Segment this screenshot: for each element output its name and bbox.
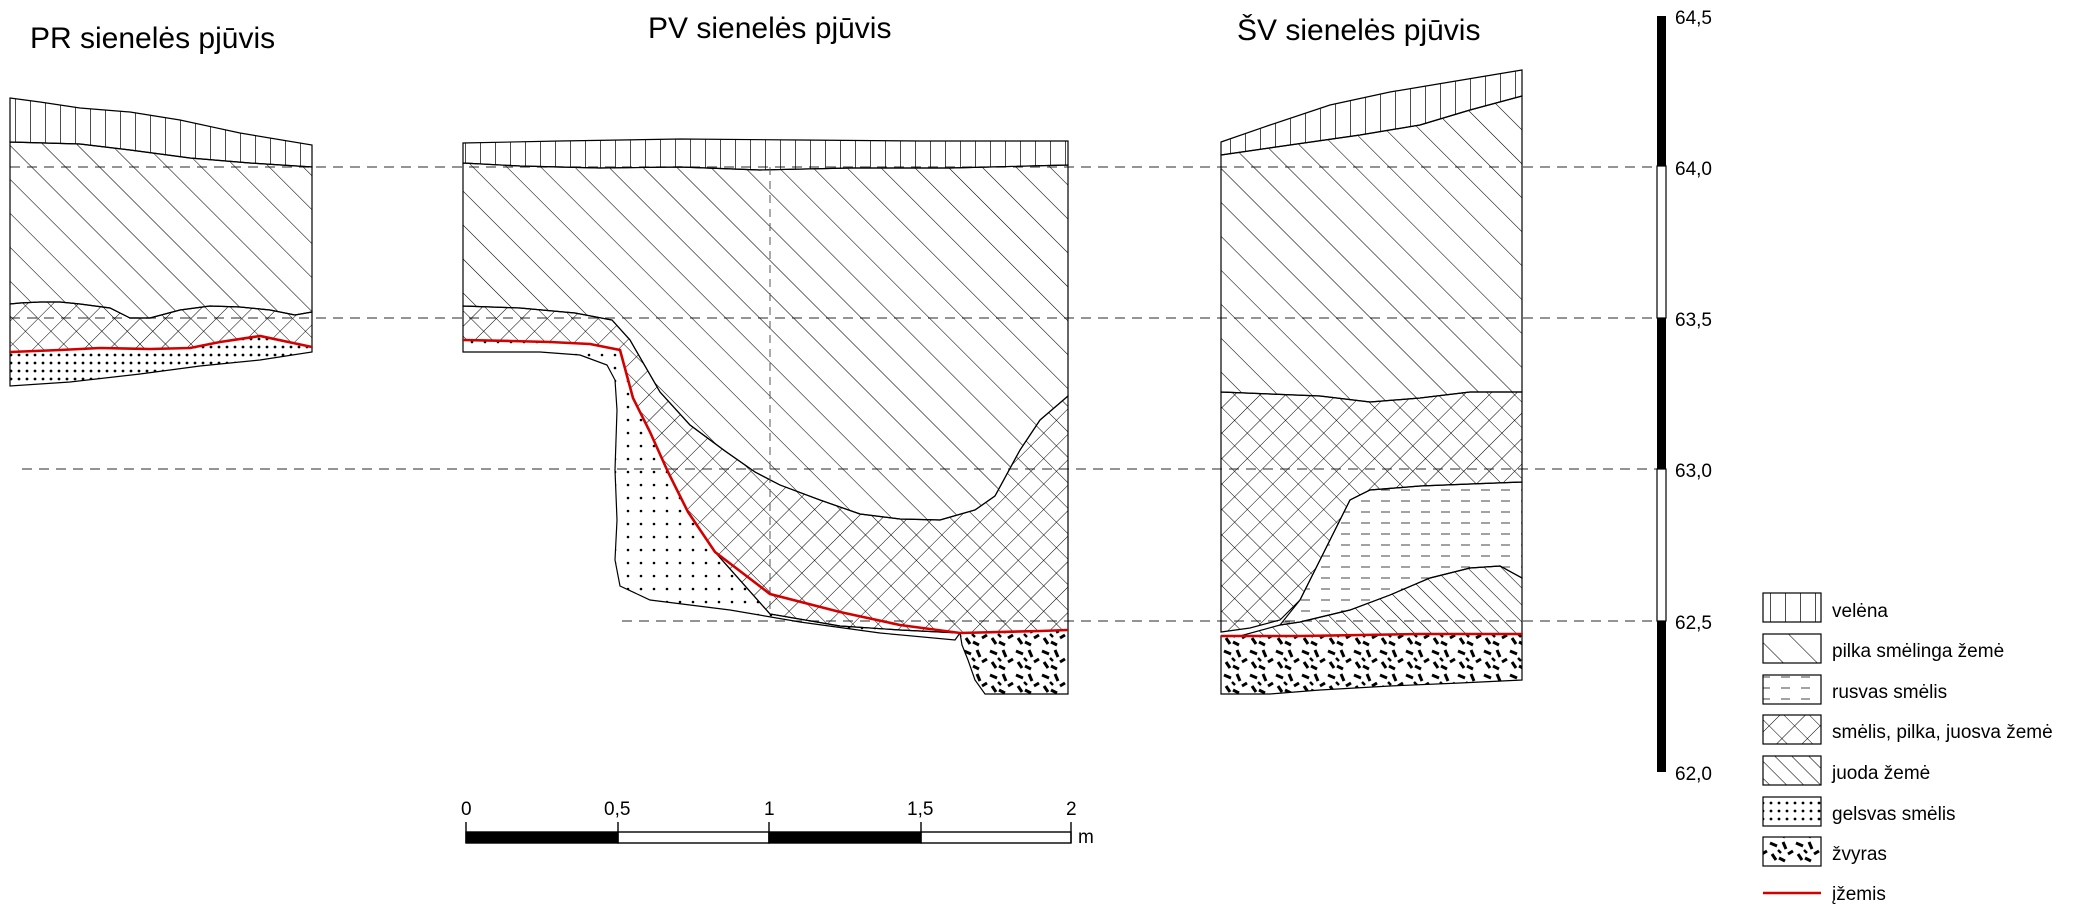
- section-title-pv: PV sienelės pjūvis: [648, 12, 891, 45]
- legend-item-rusvas-smelis: [1762, 674, 1822, 705]
- legend-label: pilka smėlinga žemė: [1832, 641, 2004, 662]
- sv-izemis-line: [1221, 632, 1522, 638]
- legend-label: velėna: [1832, 601, 1888, 622]
- legend-label: smėlis, pilka, juosva žemė: [1832, 722, 2053, 743]
- elevation-tick-label: 63,0: [1675, 461, 1712, 482]
- legend-item-pilka-smelinga: [1762, 633, 1822, 664]
- legend: velėna pilka smėlinga žemė rusvas smėlis…: [1762, 592, 2053, 905]
- pr-layer-pilka-smelinga: [9, 141, 313, 319]
- pv-layer-zvyras: [959, 629, 1069, 695]
- scale-bar-unit: m: [1078, 827, 1094, 848]
- legend-label: įžemis: [1832, 884, 1886, 905]
- scale-bar-tick-label: 1: [764, 799, 775, 820]
- legend-label: žvyras: [1832, 844, 1887, 865]
- elevation-tick-label: 64,0: [1675, 159, 1712, 180]
- section-title-pr: PR sienelės pjūvis: [30, 22, 275, 55]
- elevation-tick-label: 63,5: [1675, 310, 1712, 331]
- pv-layer-velena: [462, 138, 1069, 171]
- legend-label: juoda žemė: [1831, 763, 1930, 784]
- section-title-sv: ŠV sienelės pjūvis: [1237, 13, 1480, 47]
- pv-izemis-line: [462, 338, 1069, 635]
- legend-label: rusvas smėlis: [1832, 682, 1947, 703]
- section-pv: [462, 138, 1069, 695]
- legend-item-smelis-pilka: [1762, 714, 1822, 745]
- pr-izemis-line: [9, 334, 313, 354]
- scale-bar-tick-label: 0: [461, 799, 472, 820]
- elevation-tick-label: 62,5: [1675, 613, 1712, 634]
- elevation-tick-label: 64,5: [1675, 8, 1712, 29]
- legend-item-gelsvas-smelis: [1762, 796, 1822, 827]
- section-pr: [9, 97, 313, 387]
- legend-item-velena: [1762, 592, 1822, 623]
- scale-bar-tick-label: 2: [1066, 799, 1077, 820]
- scale-bar: [465, 822, 1072, 844]
- section-sv: [1220, 69, 1523, 695]
- legend-item-zvyras: [1762, 836, 1822, 867]
- scale-bar-tick-label: 0,5: [604, 799, 630, 820]
- legend-label: gelsvas smėlis: [1832, 804, 1956, 825]
- scale-bar-tick-label: 1,5: [907, 799, 933, 820]
- sv-layer-zvyras: [1220, 633, 1523, 695]
- elevation-tick-label: 62,0: [1675, 764, 1712, 785]
- legend-item-juoda-zeme: [1762, 755, 1822, 786]
- elevation-ruler: [1656, 16, 1667, 772]
